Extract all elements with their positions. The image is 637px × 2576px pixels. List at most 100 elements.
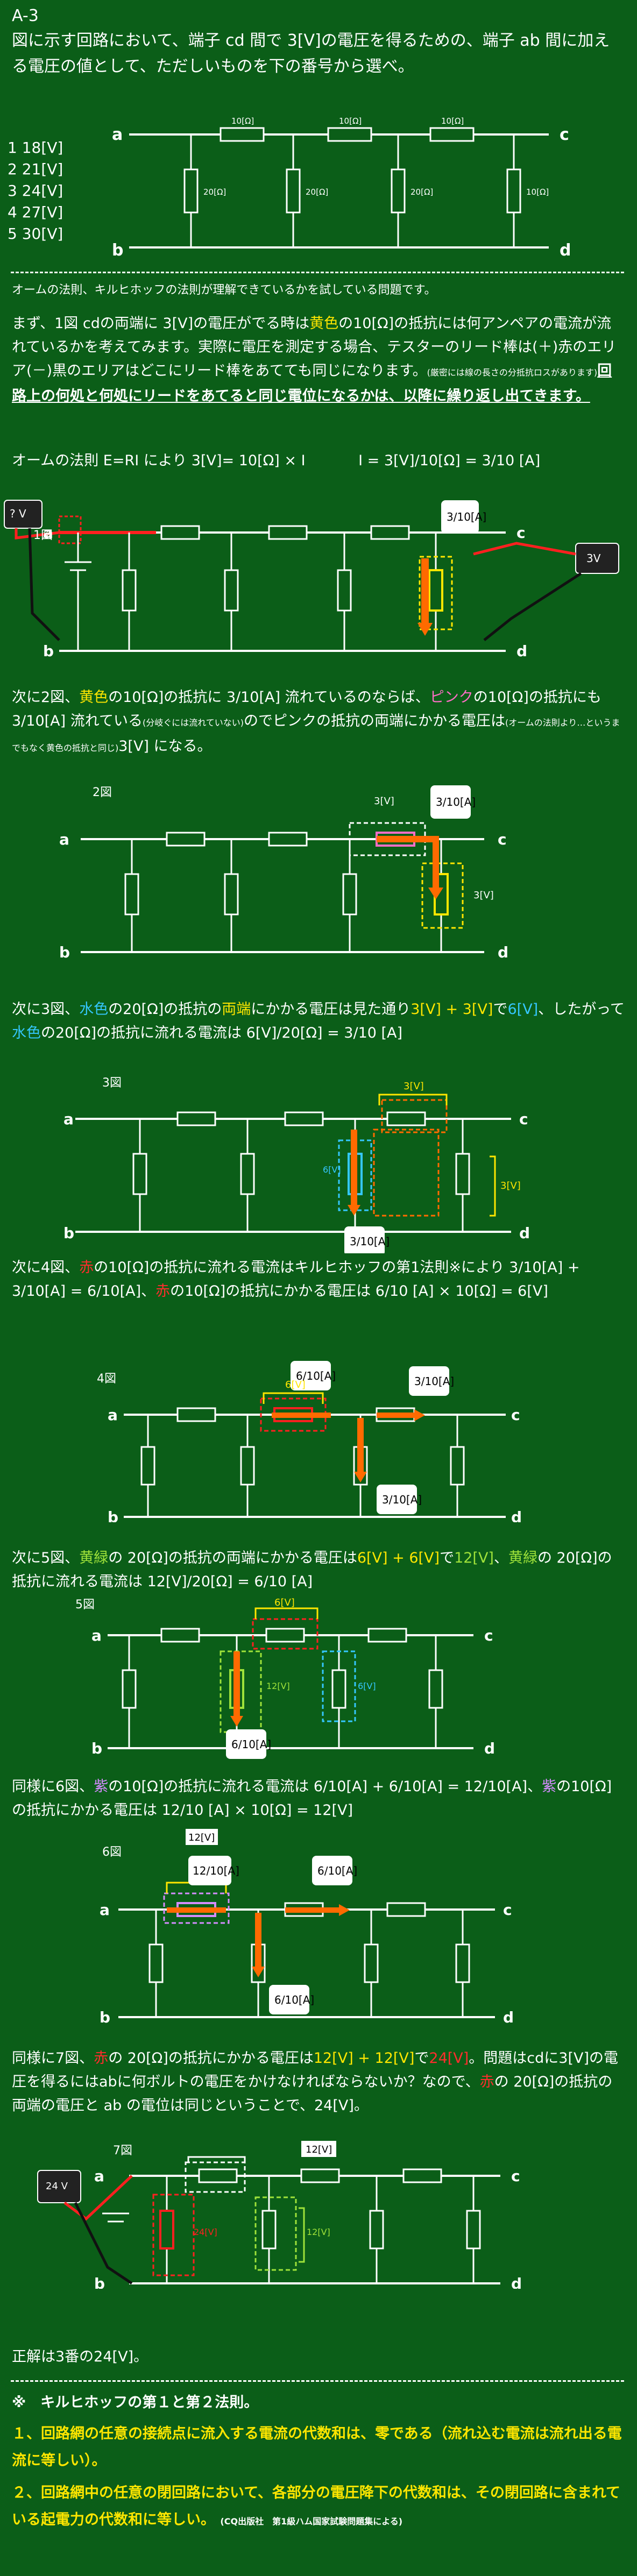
current-label: 6/10[A] bbox=[317, 1864, 357, 1877]
note: (オームの法則より…というまでもなく黄色の抵抗と同じ) bbox=[12, 718, 620, 753]
highlight-red: 赤 bbox=[155, 1283, 171, 1300]
terminal-c: c bbox=[560, 125, 569, 144]
resistor-label: 10[Ω] bbox=[339, 116, 362, 126]
voltage-label: 12[V] bbox=[266, 1681, 290, 1691]
figure-6: 12/10[A] 6/10[A] 6/10[A] 12[V] 6図 a b c … bbox=[100, 1829, 514, 2026]
svg-text:b: b bbox=[108, 1508, 118, 1522]
text: の20[Ω]の抵抗の bbox=[108, 1001, 222, 1018]
voltage-label: 3[V] bbox=[500, 1180, 521, 1191]
resistor-label: 10[Ω] bbox=[441, 116, 464, 126]
highlight-purple: 紫 bbox=[542, 1778, 557, 1795]
highlight-red: 赤 bbox=[79, 1259, 94, 1276]
svg-text:a: a bbox=[108, 1406, 118, 1424]
figure-label: 6図 bbox=[102, 1846, 122, 1859]
highlight-red: 赤 bbox=[94, 2050, 109, 2067]
svg-text:a: a bbox=[63, 1110, 74, 1128]
svg-text:b: b bbox=[94, 2275, 105, 2289]
text: の 20[Ω]の抵抗の両端の電圧と ab の電位は同じということで、24[V]。 bbox=[12, 2074, 613, 2114]
figure-7: 12[V] 24[V] 12[V] 24 V 7図 a b c d bbox=[37, 2141, 522, 2289]
choice-item: 2 21[V] bbox=[8, 160, 63, 178]
highlight-yellow: 黄色 bbox=[309, 315, 339, 332]
question-id: A-3 bbox=[12, 6, 39, 25]
text: 同様に7図、 bbox=[12, 2050, 94, 2067]
text: 次に4図、 bbox=[12, 1259, 80, 1276]
current-label: 6/10[A] bbox=[296, 1369, 336, 1382]
text: の10[Ω]の抵抗にかかる電圧は 12/10 [A] × 10[Ω] = 12[… bbox=[12, 1778, 612, 1819]
text: 、 bbox=[493, 1550, 508, 1566]
voltage-label: 6[V] bbox=[323, 1165, 341, 1175]
svg-text:a: a bbox=[59, 831, 69, 848]
voltage-label: 3[V] bbox=[473, 890, 494, 901]
figure-label: 4図 bbox=[97, 1372, 116, 1386]
figure-label: 5図 bbox=[75, 1598, 95, 1612]
highlight-yellow: 両端 bbox=[222, 1001, 251, 1018]
voltage-label: 6[V] bbox=[274, 1598, 295, 1608]
ohm-law-text: オームの法則 E=RI により 3[V]= 10[Ω] × I bbox=[12, 452, 306, 469]
text: で bbox=[493, 1001, 508, 1018]
text: で bbox=[414, 2050, 429, 2067]
choice-list: 1 18[V] 2 21[V] 3 24[V] 4 27[V] 5 30[V] bbox=[8, 137, 63, 245]
svg-text:c: c bbox=[484, 1627, 493, 1644]
text: の 20[Ω]の抵抗にかかる電圧は bbox=[108, 2050, 314, 2067]
highlight-purple: 紫 bbox=[94, 1778, 109, 1795]
current-label: 3/10[A] bbox=[382, 1493, 422, 1506]
highlight-aqua: 水色 bbox=[12, 1025, 41, 1041]
highlight-aqua: 水色 bbox=[79, 1001, 109, 1018]
paragraph-1: まず、1図 cdの両端に 3[V]の電圧がでる時は黄色の10[Ω]の抵抗には何ア… bbox=[12, 312, 625, 408]
choice-item: 4 27[V] bbox=[8, 203, 63, 221]
svg-text:c: c bbox=[498, 831, 507, 848]
resistor-label: 10[Ω] bbox=[231, 116, 254, 126]
current-label: 6/10[A] bbox=[231, 1738, 271, 1751]
ohm-law: オームの法則 E=RI により 3[V]= 10[Ω] × I I = 3[V]… bbox=[12, 449, 625, 473]
terminal-b: b bbox=[112, 241, 123, 260]
figure-3: 3/10[A] 3[V] 6[V] 3[V] 3図 a b c d bbox=[63, 1076, 530, 1253]
figure-1: ? V 3V 3/10[A] 1図 a b c d bbox=[4, 500, 619, 660]
underline-text: 回路上の何処と何処にリードをあてると同じ電位になるかは、以降に繰り返し出てきます… bbox=[12, 363, 612, 405]
text: のでピンクの抵抗の両端にかかる電圧は bbox=[243, 713, 505, 729]
svg-text:a: a bbox=[91, 1627, 102, 1644]
voltage-label: 6[V] bbox=[285, 1379, 306, 1390]
intro-text: オームの法則、キルヒホッフの法則が理解できているかを試している問題です。 bbox=[12, 283, 436, 297]
svg-text:c: c bbox=[511, 2167, 520, 2185]
answer-text: 正解は3番の24[V]。 bbox=[12, 2348, 148, 2365]
text: の10[Ω]の抵抗に 3/10[A] 流れているのならば、 bbox=[108, 689, 430, 706]
choice-item: 5 30[V] bbox=[8, 225, 63, 243]
highlight-yellowgreen: 黄緑 bbox=[508, 1550, 537, 1566]
note: (厳密には線の長さの分抵抗ロスがあります) bbox=[427, 367, 598, 378]
divider bbox=[11, 2380, 624, 2382]
text: にかかる電圧は見た通り bbox=[251, 1001, 411, 1018]
meter-right-label: 3V bbox=[586, 552, 601, 565]
text: の10[Ω]の抵抗にかかる電圧は 6/10 [A] × 10[Ω] = 6[V] bbox=[170, 1283, 548, 1300]
svg-text:a: a bbox=[43, 524, 53, 542]
svg-text:b: b bbox=[100, 2009, 110, 2026]
main-circuit: 10[Ω] 10[Ω] 10[Ω] 20[Ω] 20[Ω] 20[Ω] 10[Ω… bbox=[112, 116, 571, 260]
highlight-aqua: 6[V] bbox=[507, 1001, 539, 1018]
paragraph-7: 同様に7図、赤の 20[Ω]の抵抗にかかる電圧は12[V] + 12[V]で24… bbox=[12, 2047, 625, 2118]
svg-text:a: a bbox=[100, 1901, 110, 1919]
ohm-result: I = 3[V]/10[Ω] = 3/10 [A] bbox=[358, 452, 541, 469]
voltage-label: 6[V] bbox=[358, 1681, 376, 1691]
terminal-d: d bbox=[560, 241, 571, 260]
svg-text:b: b bbox=[59, 943, 70, 961]
voltage-label: 12[V] bbox=[306, 2144, 332, 2155]
text: で bbox=[440, 1550, 455, 1566]
figure-label: 7図 bbox=[113, 2144, 132, 2158]
paragraph-6: 同様に6図、紫の10[Ω]の抵抗に流れる電流は 6/10[A] + 6/10[A… bbox=[12, 1775, 625, 1822]
text: 3[V] になる。 bbox=[118, 738, 212, 755]
text: まず、1図 cdの両端に 3[V]の電圧がでる時は bbox=[12, 315, 310, 332]
svg-text:d: d bbox=[484, 1740, 495, 1757]
meter-left-label: ? V bbox=[10, 507, 26, 520]
figure-2: 3/10[A] 3[V] 3[V] 2図 a b c d bbox=[59, 785, 508, 961]
divider bbox=[11, 272, 624, 273]
resistor-label: 10[Ω] bbox=[526, 187, 549, 197]
law2-text: ２、回路網中の任意の閉回路において、各部分の電圧降下の代数和は、その閉回路に含ま… bbox=[12, 2485, 621, 2528]
text: の 20[Ω]の抵抗に流れる電流は 12[V]/20[Ω] = 6/10 [A] bbox=[12, 1550, 612, 1590]
figure-4: 6/10[A] 3/10[A] 3/10[A] 6[V] 4図 a b c d bbox=[97, 1361, 522, 1522]
figure-label: 3図 bbox=[102, 1076, 122, 1090]
highlight-yellowgreen: 12[V] bbox=[454, 1550, 494, 1566]
text: 次に3図、 bbox=[12, 1001, 80, 1018]
text: 。問題はcdに3[V]の電圧を得るにはabに何ボルトの電圧をかけなければならない… bbox=[12, 2050, 619, 2090]
current-label: 3/10[A] bbox=[436, 796, 476, 808]
highlight-yellow: 6[V] + 6[V] bbox=[357, 1550, 440, 1566]
